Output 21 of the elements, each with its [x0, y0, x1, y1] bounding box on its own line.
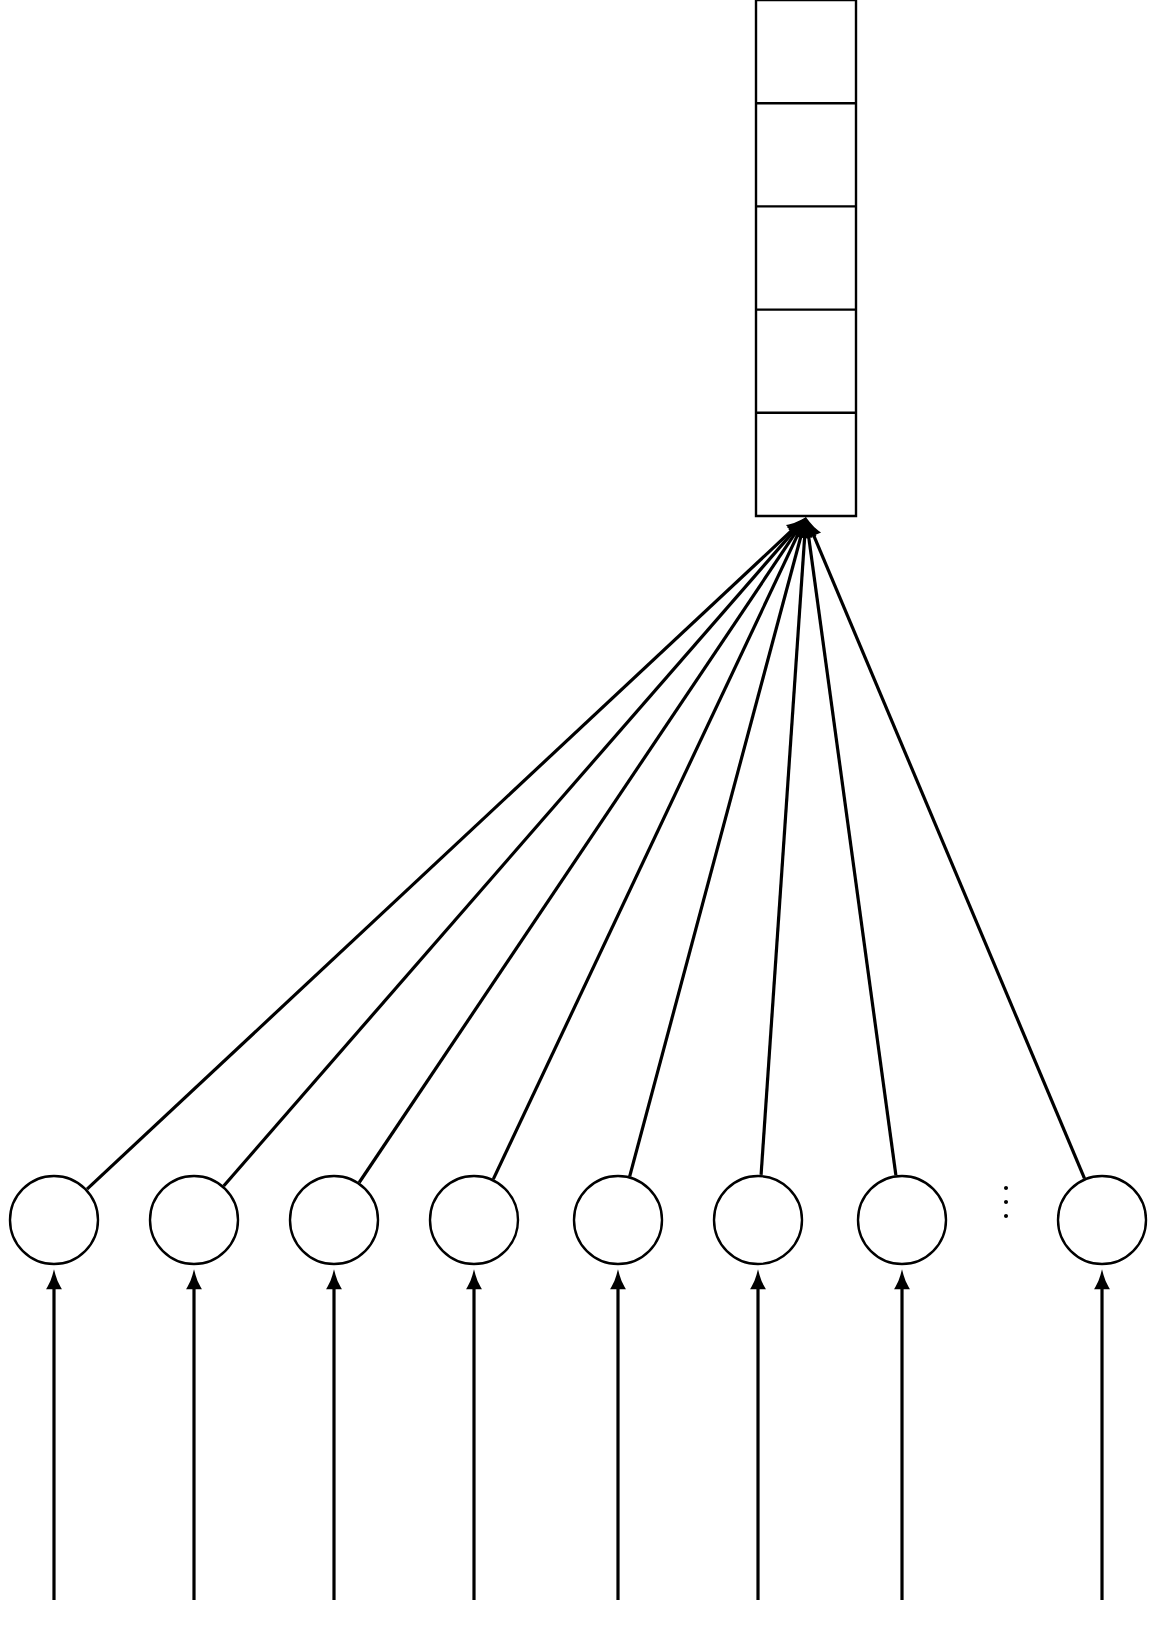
- circle-node: [1056, 1174, 1148, 1266]
- arrow: [895, 1273, 909, 1600]
- arrow: [467, 1273, 481, 1600]
- circle-node: [8, 1174, 100, 1266]
- arrow: [751, 1273, 765, 1600]
- arrow: [222, 520, 804, 1187]
- arrow: [327, 1273, 341, 1600]
- arrow: [801, 521, 898, 1176]
- arrow: [611, 1273, 625, 1600]
- circle-node: [572, 1174, 664, 1266]
- arrow: [85, 519, 804, 1191]
- stack-of-cells: [754, 0, 858, 518]
- arrow: [187, 1273, 201, 1600]
- circle-node: [288, 1174, 380, 1266]
- circle-node: [428, 1174, 520, 1266]
- circle-node: [148, 1174, 240, 1266]
- circle-node: [856, 1174, 948, 1266]
- arrow: [1095, 1273, 1109, 1600]
- arrow: [47, 1273, 61, 1600]
- circle-node: [712, 1174, 804, 1266]
- arrow: [806, 521, 1086, 1179]
